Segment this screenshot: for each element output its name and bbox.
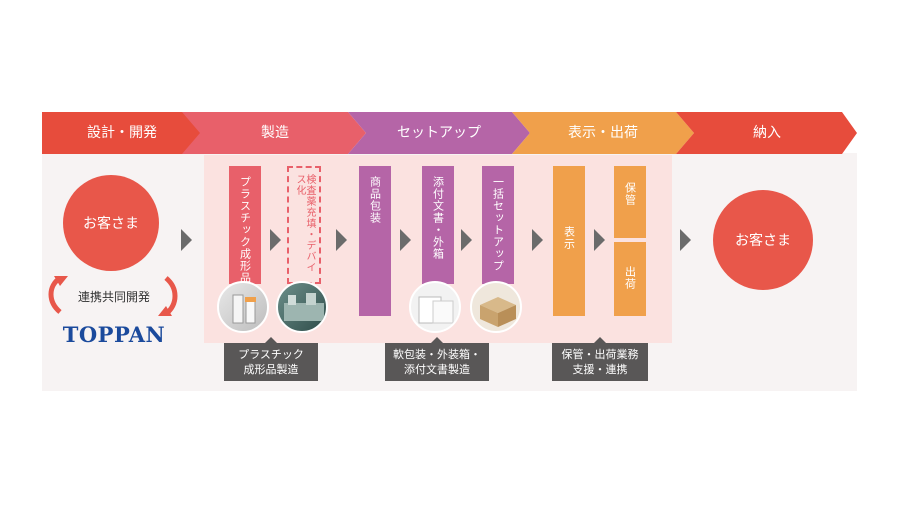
stage-label-manufacturing: 製造 [261,125,289,141]
box-storage: 保管 [614,166,646,238]
box-docs-outer-box-label: 添付文書・外箱 [431,176,445,260]
flow-chevron-icon [594,229,605,251]
stage-arrow-delivery [676,112,857,154]
stage-arrow-setup [348,112,530,154]
toppan-logo: TOPPAN [62,322,166,347]
stage-arrow-design [42,112,210,154]
flow-chevron-icon [181,229,192,251]
caption-manufacturing: プラスチック 成形品製造 [224,343,318,381]
box-shipping: 出荷 [614,242,646,316]
collab-arrows-icon [48,275,178,316]
caption-pointer [265,337,277,343]
caption-logistics: 保管・出荷業務 支援・連携 [552,343,648,381]
box-display-label: 表示 [562,226,576,250]
box-bundle-setup-label: 一括セットアップ [491,176,505,272]
box-shipping-label: 出荷 [623,266,637,290]
stage-label-design: 設計・開発 [87,125,157,141]
stage-label-setup: セットアップ [397,125,481,141]
stage-arrow-manufacturing [182,112,366,154]
caption-manufacturing-line1: プラスチック [238,348,304,361]
box-product-packaging-label: 商品包装 [368,176,382,224]
box-display: 表示 [553,166,585,316]
flow-chevron-icon [680,229,691,251]
stage-label-delivery: 納入 [753,125,781,141]
caption-manufacturing-line2: 成形品製造 [243,363,299,376]
box-storage-label: 保管 [623,182,637,206]
stage-label-display-shipping: 表示・出荷 [568,125,638,141]
collab-label: 連携共同開発 [77,290,150,304]
box-plastic-molding: プラスチック成形品 [229,166,261,284]
box-device-filling-label: 検査薬充填・デバイス化 [294,174,315,273]
cardboard-box-photo [470,281,522,333]
flow-chevron-icon [461,229,472,251]
caption-logistics-line2: 支援・連携 [572,363,628,376]
caption-setup-line1: 軟包装・外装箱・ [393,348,481,361]
box-device-filling: 検査薬充填・デバイス化 [287,166,321,284]
caption-pointer [594,337,606,343]
box-docs-outer-box: 添付文書・外箱 [422,166,454,284]
caption-setup: 軟包装・外装箱・ 添付文書製造 [385,343,489,381]
flow-chevron-icon [270,229,281,251]
factory-line-photo [276,281,328,333]
customer-circle-right: お客さま [713,190,813,290]
flow-chevron-icon [400,229,411,251]
stage-arrow-bar [42,112,857,154]
caption-pointer [431,337,443,343]
customer-circle-left: お客さま [63,175,159,271]
flow-chevron-icon [532,229,543,251]
plastic-parts-photo [217,281,269,333]
box-product-packaging: 商品包装 [359,166,391,316]
flow-chevron-icon [336,229,347,251]
caption-setup-line2: 添付文書製造 [404,363,470,376]
stage-arrow-display [512,112,694,154]
box-bundle-setup: 一括セットアップ [482,166,514,284]
documents-photo [409,281,461,333]
box-plastic-molding-label: プラスチック成形品 [238,176,252,284]
caption-logistics-line1: 保管・出荷業務 [561,348,639,361]
